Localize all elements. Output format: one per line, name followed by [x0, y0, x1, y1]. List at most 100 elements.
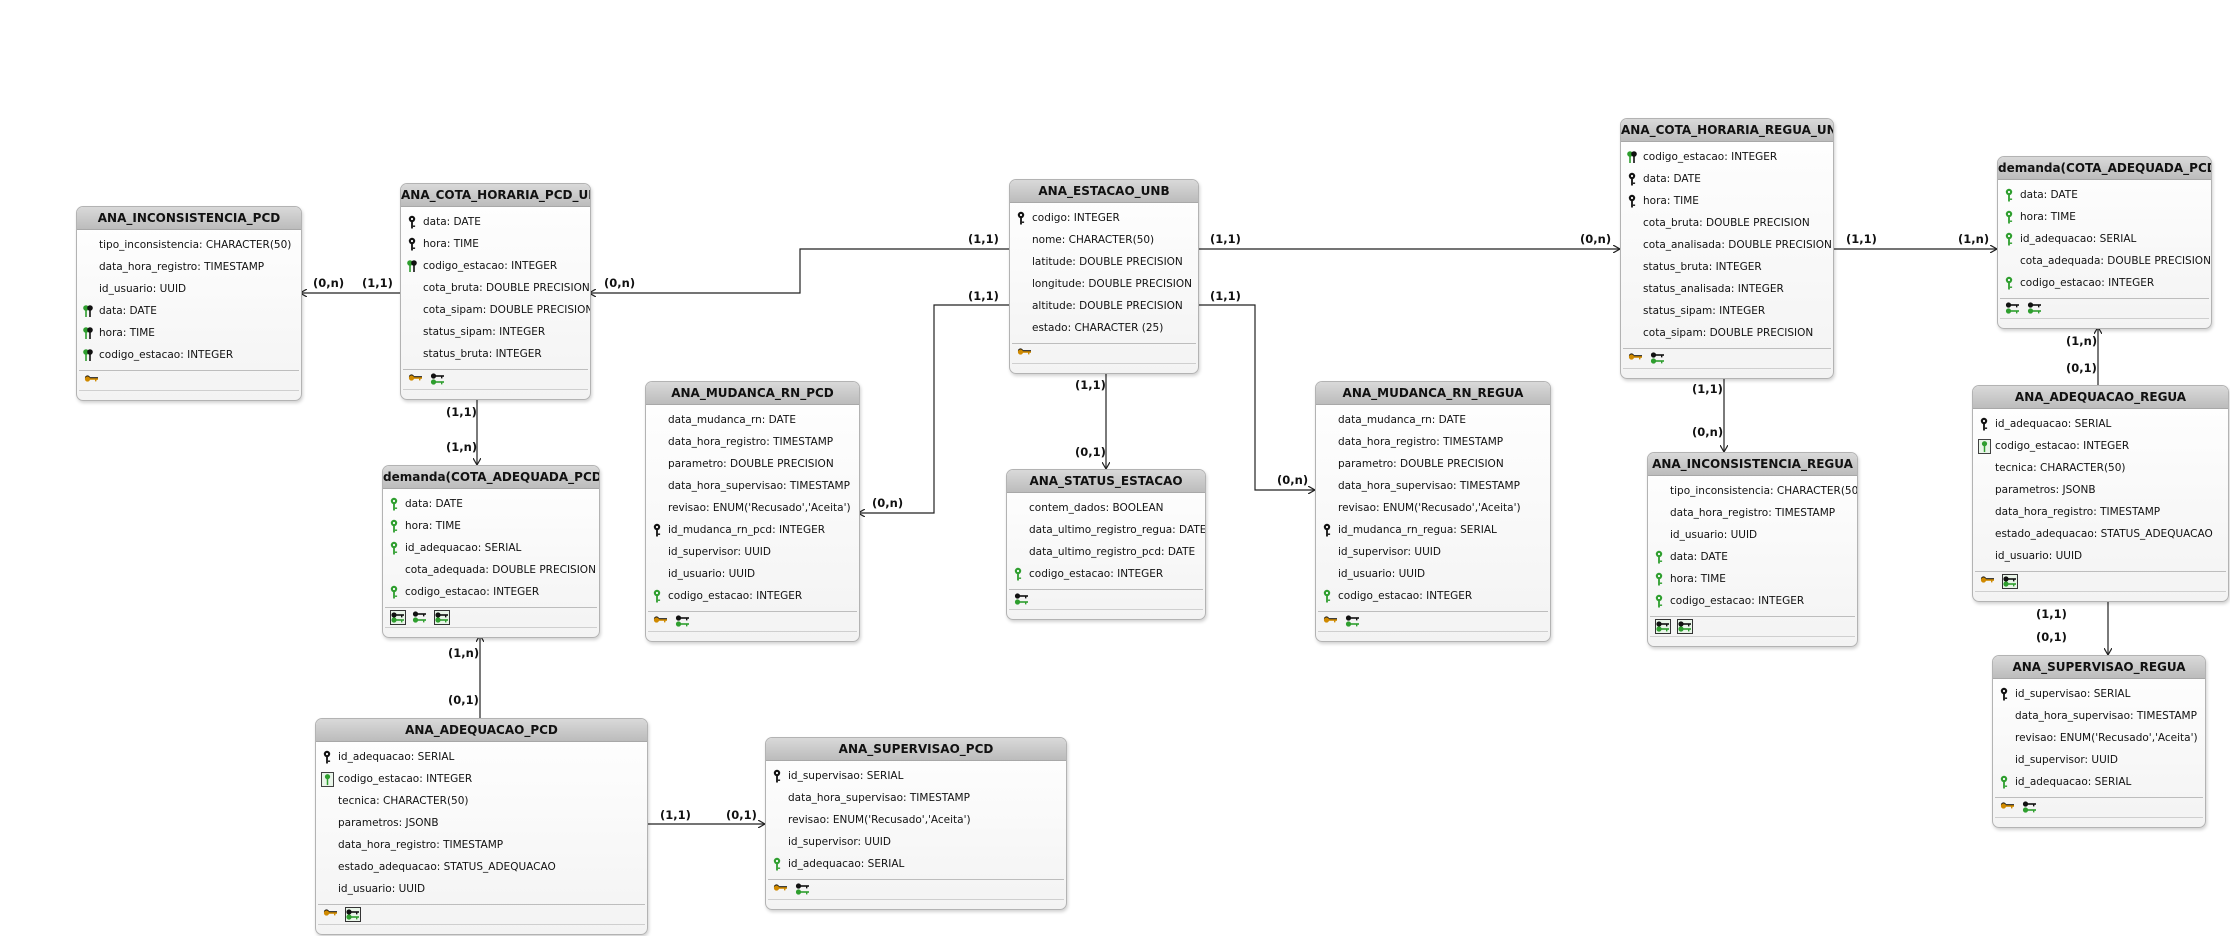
attribute-row[interactable]: id_adequacao: SERIAL [766, 853, 1066, 875]
attribute-row[interactable]: hora: TIME [1648, 568, 1857, 590]
attribute-row[interactable]: data_ultimo_registro_regua: DATE [1007, 519, 1205, 541]
attribute-row[interactable]: data: DATE [1648, 546, 1857, 568]
attribute-row[interactable]: estado: CHARACTER (25) [1010, 317, 1198, 339]
attribute-row[interactable]: tecnica: CHARACTER(50) [316, 790, 647, 812]
attribute-row[interactable]: cota_adequada: DOUBLE PRECISION [1998, 250, 2211, 272]
attribute-row[interactable]: hora: TIME [77, 322, 301, 344]
attribute-row[interactable]: id_adequacao: SERIAL [383, 537, 599, 559]
primary-key-index-icon[interactable] [1628, 351, 1644, 366]
attribute-row[interactable]: id_supervisao: SERIAL [1993, 683, 2205, 705]
attribute-row[interactable]: parametros: JSONB [316, 812, 647, 834]
attribute-row[interactable]: revisao: ENUM('Recusado','Aceita') [1316, 497, 1550, 519]
attribute-row[interactable]: data: DATE [401, 211, 590, 233]
attribute-row[interactable]: status_sipam: INTEGER [401, 321, 590, 343]
attribute-row[interactable]: status_bruta: INTEGER [1621, 256, 1833, 278]
unique-index-icon[interactable] [434, 610, 450, 625]
attribute-row[interactable]: id_supervisao: SERIAL [766, 765, 1066, 787]
foreign-key-index-icon[interactable] [2022, 800, 2038, 815]
attribute-row[interactable]: status_sipam: INTEGER [1621, 300, 1833, 322]
attribute-row[interactable]: data: DATE [1998, 184, 2211, 206]
attribute-row[interactable]: id_supervisor: UUID [646, 541, 859, 563]
attribute-row[interactable]: id_usuario: UUID [1316, 563, 1550, 585]
relationship-line-estacao-unb-to-cota-horaria-pcd-unb[interactable] [589, 248, 1009, 293]
attribute-row[interactable]: cota_bruta: DOUBLE PRECISION [1621, 212, 1833, 234]
attribute-row[interactable]: codigo_estacao: INTEGER [401, 255, 590, 277]
attribute-row[interactable]: codigo_estacao: INTEGER [316, 768, 647, 790]
attribute-row[interactable]: id_usuario: UUID [316, 878, 647, 900]
unique-index-icon[interactable] [1655, 619, 1671, 634]
attribute-row[interactable]: data_hora_registro: TIMESTAMP [77, 256, 301, 278]
attribute-row[interactable]: codigo_estacao: INTEGER [77, 344, 301, 366]
primary-key-index-icon[interactable] [408, 372, 424, 387]
attribute-row[interactable]: cota_sipam: DOUBLE PRECISION [1621, 322, 1833, 344]
attribute-row[interactable]: codigo_estacao: INTEGER [383, 581, 599, 603]
attribute-row[interactable]: data_hora_registro: TIMESTAMP [1648, 502, 1857, 524]
relationship-line-estacao-unb-to-mudanca-rn-regua[interactable] [1197, 304, 1315, 490]
foreign-key-index-icon[interactable] [2005, 301, 2021, 316]
attribute-row[interactable]: tipo_inconsistencia: CHARACTER(50) [77, 234, 301, 256]
attribute-row[interactable]: data_hora_registro: TIMESTAMP [1973, 501, 2228, 523]
attribute-row[interactable]: cota_analisada: DOUBLE PRECISION [1621, 234, 1833, 256]
attribute-row[interactable]: hora: TIME [401, 233, 590, 255]
attribute-row[interactable]: codigo_estacao: INTEGER [1316, 585, 1550, 607]
attribute-row[interactable]: data_hora_supervisao: TIMESTAMP [1316, 475, 1550, 497]
attribute-row[interactable]: data_ultimo_registro_pcd: DATE [1007, 541, 1205, 563]
foreign-key-index-icon[interactable] [1345, 614, 1361, 629]
primary-key-index-icon[interactable] [84, 373, 100, 388]
unique-index-icon[interactable] [1677, 619, 1693, 634]
primary-key-index-icon[interactable] [1323, 614, 1339, 629]
attribute-row[interactable]: data_mudanca_rn: DATE [646, 409, 859, 431]
attribute-row[interactable]: nome: CHARACTER(50) [1010, 229, 1198, 251]
attribute-row[interactable]: data_hora_registro: TIMESTAMP [646, 431, 859, 453]
attribute-row[interactable]: id_supervisor: UUID [766, 831, 1066, 853]
attribute-row[interactable]: id_adequacao: SERIAL [1993, 771, 2205, 793]
attribute-row[interactable]: parametro: DOUBLE PRECISION [646, 453, 859, 475]
attribute-row[interactable]: latitude: DOUBLE PRECISION [1010, 251, 1198, 273]
attribute-row[interactable]: codigo: INTEGER [1010, 207, 1198, 229]
attribute-row[interactable]: codigo_estacao: INTEGER [1648, 590, 1857, 612]
primary-foreign-key-index-icon[interactable] [1014, 592, 1030, 607]
unique-index-icon[interactable] [2002, 574, 2018, 589]
attribute-row[interactable]: id_usuario: UUID [646, 563, 859, 585]
attribute-row[interactable]: status_bruta: INTEGER [401, 343, 590, 365]
primary-key-index-icon[interactable] [653, 614, 669, 629]
attribute-row[interactable]: id_supervisor: UUID [1316, 541, 1550, 563]
attribute-row[interactable]: hora: TIME [1621, 190, 1833, 212]
attribute-row[interactable]: codigo_estacao: INTEGER [1998, 272, 2211, 294]
attribute-row[interactable]: estado_adequacao: STATUS_ADEQUACAO [316, 856, 647, 878]
attribute-row[interactable]: id_mudanca_rn_regua: SERIAL [1316, 519, 1550, 541]
foreign-key-index-icon[interactable] [412, 610, 428, 625]
attribute-row[interactable]: id_adequacao: SERIAL [1998, 228, 2211, 250]
attribute-row[interactable]: estado_adequacao: STATUS_ADEQUACAO [1973, 523, 2228, 545]
attribute-row[interactable]: hora: TIME [1998, 206, 2211, 228]
attribute-row[interactable]: id_mudanca_rn_pcd: INTEGER [646, 519, 859, 541]
attribute-row[interactable]: tecnica: CHARACTER(50) [1973, 457, 2228, 479]
attribute-row[interactable]: revisao: ENUM('Recusado','Aceita') [1993, 727, 2205, 749]
primary-key-index-icon[interactable] [773, 882, 789, 897]
unique-index-icon[interactable] [345, 907, 361, 922]
attribute-row[interactable]: tipo_inconsistencia: CHARACTER(50) [1648, 480, 1857, 502]
foreign-key-index-icon[interactable] [675, 614, 691, 629]
attribute-row[interactable]: data_mudanca_rn: DATE [1316, 409, 1550, 431]
attribute-row[interactable]: data: DATE [1621, 168, 1833, 190]
attribute-row[interactable]: longitude: DOUBLE PRECISION [1010, 273, 1198, 295]
attribute-row[interactable]: id_usuario: UUID [1973, 545, 2228, 567]
attribute-row[interactable]: parametros: JSONB [1973, 479, 2228, 501]
attribute-row[interactable]: revisao: ENUM('Recusado','Aceita') [766, 809, 1066, 831]
attribute-row[interactable]: revisao: ENUM('Recusado','Aceita') [646, 497, 859, 519]
attribute-row[interactable]: codigo_estacao: INTEGER [646, 585, 859, 607]
primary-key-index-icon[interactable] [2000, 800, 2016, 815]
foreign-key-index-icon[interactable] [1650, 351, 1666, 366]
